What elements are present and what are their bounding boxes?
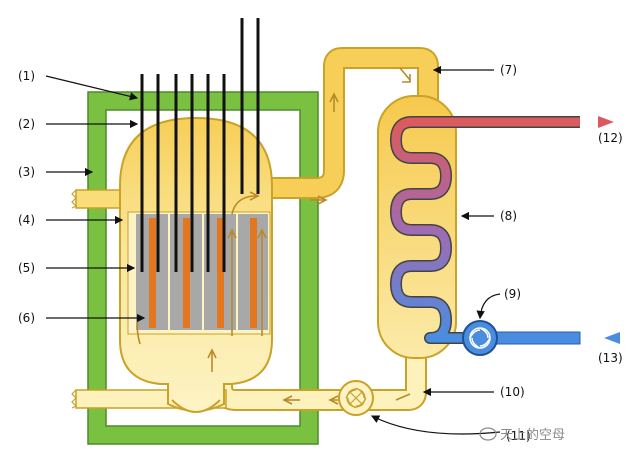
- label-8: (8): [500, 209, 517, 223]
- flow-arrows-reactor: [136, 191, 267, 372]
- fuel-assemblies: [136, 214, 268, 330]
- label-1: (1): [18, 69, 35, 83]
- label-11: (11): [506, 429, 531, 443]
- label-7: (7): [500, 63, 517, 77]
- watermark-text: 天上的空母: [500, 427, 565, 443]
- label-12: (12): [598, 131, 623, 145]
- label-4: (4): [18, 213, 35, 227]
- wechat-icon: [479, 427, 497, 441]
- flow-arrows-pipes: [282, 67, 411, 405]
- label-9: (9): [504, 287, 521, 301]
- feed-in-arrow: [604, 332, 620, 344]
- control-rods: [140, 18, 260, 272]
- main-coolant-pump: [338, 380, 374, 416]
- fuel-rod: [250, 218, 257, 328]
- label-5: (5): [18, 261, 35, 275]
- fuel-rod: [183, 218, 190, 328]
- fuel-rod: [149, 218, 156, 328]
- watermark: 天上的空母: [479, 427, 565, 443]
- label-10: (10): [500, 385, 525, 399]
- fuel-rod: [217, 218, 224, 328]
- label-2: (2): [18, 117, 35, 131]
- feedwater-pump: [462, 320, 498, 356]
- label-13: (13): [598, 351, 623, 365]
- label-3: (3): [18, 165, 35, 179]
- leader-lines: [45, 65, 501, 435]
- vessel-bottom-bulge: [171, 399, 221, 413]
- label-6: (6): [18, 311, 35, 325]
- steam-out-arrow: [598, 116, 614, 128]
